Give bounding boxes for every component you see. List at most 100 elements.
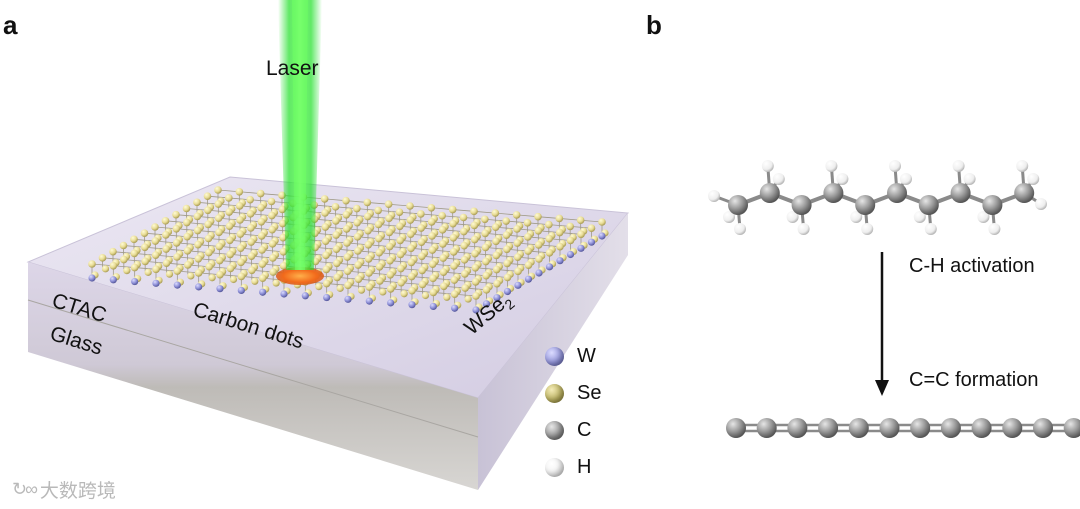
se-atom [492,251,501,260]
se-atom [450,290,459,299]
se-atom [512,211,521,219]
se-atom [279,247,288,256]
se-atom [535,255,543,263]
carbon-atom [787,418,808,438]
se-atom [502,231,511,239]
se-atom [193,212,202,221]
se-atom [545,249,554,257]
se-atom [429,274,437,283]
se-atom [130,249,139,258]
se-atom [162,231,170,239]
se-atom [407,272,416,281]
se-atom [492,265,501,274]
se-atom [109,261,118,270]
watermark: ↻∞ 大数跨境 [12,476,116,503]
se-atom [229,275,238,284]
carbon-chain-molecule [726,418,1080,438]
w-atom [587,238,596,246]
legend-item-h: H [545,454,591,480]
se-atom [482,257,490,266]
carbon-atom [818,418,839,438]
se-atom [98,254,107,262]
se-atom [152,265,160,274]
se-atom [439,240,447,248]
se-atom [555,214,564,223]
se-atom [386,256,394,265]
se-atom [130,263,139,272]
se-atom [342,225,351,233]
se-atom [460,227,468,236]
se-atom [343,239,351,247]
carbon-atom [726,418,746,438]
w-atom [429,302,437,311]
se-atom [322,251,330,260]
carbon-atom [1063,418,1080,438]
se-atom [397,278,405,287]
se-atom [534,241,543,249]
se-atom [332,231,340,239]
alkane-chain-molecule [708,160,1047,235]
hydrogen-atom [924,223,937,235]
hydrogen-atom [900,173,912,185]
se-atom [385,214,393,223]
carbon-atom [982,195,1003,215]
se-atom [257,217,266,226]
se-atom [470,221,479,230]
carbon-atom [910,418,931,438]
se-atom [268,240,277,248]
se-atom [524,261,533,269]
se-atom [205,248,213,257]
panel-a-letter: a [3,10,18,40]
w-atom [88,274,96,282]
se-atom [439,268,448,276]
se-atom [556,242,564,251]
se-atom [322,279,331,288]
w-atom [472,306,480,314]
hydrogen-atom [889,160,901,172]
laser-label: Laser [266,57,319,80]
hydrogen-atom [708,190,720,202]
se-atom [203,192,212,200]
legend-item-w: W [545,343,596,369]
se-atom [429,288,438,297]
se-atom [333,259,341,268]
w-atom [280,290,288,298]
se-atom [144,268,152,276]
se-atom [471,278,480,286]
se-atom [88,260,96,268]
carbon-atom [940,418,961,438]
se-atom [449,233,458,242]
se-atom [374,220,383,229]
hydrogen-atom [1035,198,1047,210]
ch-activation-label: C-H activation [909,255,1035,277]
se-atom [396,222,404,231]
se-atom [408,286,416,295]
se-atom [184,261,192,269]
se-atom [417,224,425,232]
carbon-atom [855,195,876,215]
se-atom [364,226,372,235]
se-atom [450,262,458,270]
se-atom [120,255,128,264]
se-atom [332,217,340,225]
se-atom [450,276,459,284]
se-atom [130,235,138,244]
se-atom [427,218,436,226]
se-atom [344,281,352,290]
se-atom [482,286,491,294]
se-atom [471,263,480,272]
carbon-atom [971,418,992,438]
se-atom [336,284,344,292]
w-atom [259,288,267,296]
se-atom [448,205,457,214]
se-atom [395,208,404,216]
se-atom [461,284,469,292]
se-atom [353,233,362,241]
hydrogen-atom [786,211,799,223]
se-atom [354,275,363,283]
se-atom [354,261,362,269]
se-atom [407,258,416,267]
se-atom [332,245,341,253]
legend-label-h: H [577,455,592,478]
se-atom [251,277,259,285]
